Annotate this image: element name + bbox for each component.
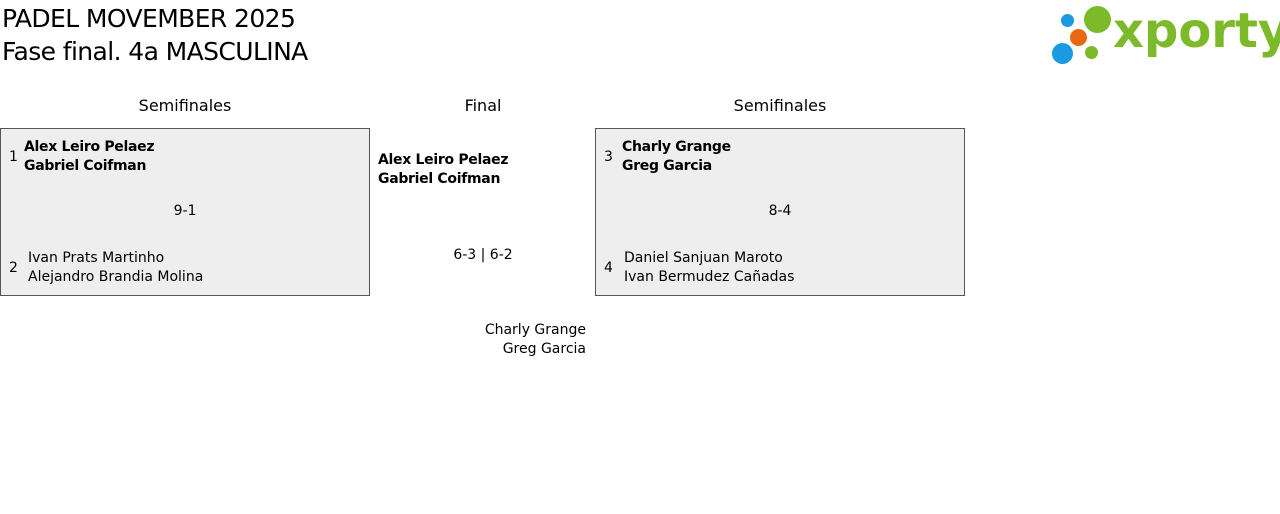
final-team-winner: Alex Leiro Pelaez Gabriel Coifman — [378, 151, 509, 189]
seed-number: 2 — [9, 260, 18, 276]
logo-dot-green-small — [1085, 46, 1098, 59]
team-winner: Charly Grange Greg Garcia — [622, 138, 731, 176]
player-name: Alex Leiro Pelaez — [378, 152, 509, 168]
round-heading-semifinal-right: Semifinales — [733, 96, 827, 115]
round-heading-final: Final — [464, 96, 502, 115]
team-loser: Ivan Prats Martinho Alejandro Brandia Mo… — [28, 249, 203, 287]
page-title: PADEL MOVEMBER 2025 Fase final. 4a MASCU… — [2, 2, 308, 68]
player-name: Greg Garcia — [502, 341, 586, 357]
player-name: Gabriel Coifman — [24, 158, 147, 174]
xporty-logo: xporty — [1050, 3, 1280, 68]
player-name: Ivan Bermudez Cañadas — [624, 269, 795, 285]
seed-number: 3 — [604, 149, 613, 165]
player-name: Charly Grange — [484, 322, 586, 338]
match-score: 8-4 — [768, 203, 792, 219]
logo-dot-blue-small — [1061, 14, 1074, 27]
seed-number: 1 — [9, 149, 18, 165]
player-name: Alejandro Brandia Molina — [28, 269, 204, 285]
logo-wordmark: xporty — [1113, 3, 1280, 59]
player-name: Alex Leiro Pelaez — [24, 139, 155, 155]
round-heading-semifinal-left: Semifinales — [138, 96, 232, 115]
semifinal-match-right: 3 Charly Grange Greg Garcia 8-4 4 Daniel… — [595, 128, 965, 296]
logo-dot-orange — [1070, 29, 1087, 46]
player-name: Charly Grange — [622, 139, 731, 155]
team-loser: Daniel Sanjuan Maroto Ivan Bermudez Caña… — [624, 249, 794, 287]
logo-dot-green-large — [1084, 6, 1111, 33]
final-team-runner-up: Charly Grange Greg Garcia — [400, 321, 586, 359]
player-name: Greg Garcia — [622, 158, 712, 174]
player-name: Daniel Sanjuan Maroto — [624, 250, 783, 266]
player-name: Gabriel Coifman — [378, 171, 501, 187]
logo-dot-blue-large — [1052, 43, 1073, 64]
seed-number: 4 — [604, 260, 613, 276]
player-name: Ivan Prats Martinho — [28, 250, 165, 266]
phase-name: Fase final. 4a MASCULINA — [2, 37, 308, 66]
final-score: 6-3 | 6-2 — [453, 247, 513, 263]
tournament-name: PADEL MOVEMBER 2025 — [2, 4, 296, 33]
team-winner: Alex Leiro Pelaez Gabriel Coifman — [24, 138, 155, 176]
semifinal-match-left: 1 Alex Leiro Pelaez Gabriel Coifman 9-1 … — [0, 128, 370, 296]
match-score: 9-1 — [173, 203, 197, 219]
